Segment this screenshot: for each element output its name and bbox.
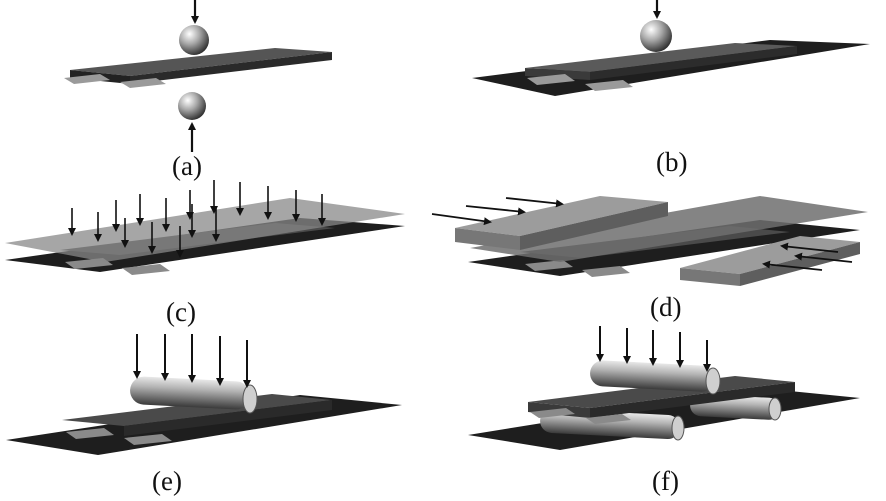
slide-block-left-d	[455, 196, 668, 236]
ball-top-a	[179, 25, 209, 55]
panel-c	[5, 180, 405, 275]
roller-f-top	[590, 360, 715, 392]
panel-a	[64, 0, 332, 152]
panel-b	[472, 0, 870, 96]
panel-label-a: (a)	[172, 151, 202, 181]
ball-bottom-a	[178, 92, 206, 120]
tab-e-2	[124, 434, 172, 445]
tab-a-2	[120, 78, 166, 88]
tab-f-2	[586, 414, 631, 424]
chip-e	[62, 394, 332, 426]
board-a	[70, 48, 332, 76]
upper-plate-d	[470, 196, 868, 262]
arrows-f	[596, 326, 711, 372]
panel-f	[468, 326, 860, 450]
panel-e	[6, 334, 402, 455]
tab-c-2	[122, 264, 170, 275]
panel-label-f: (f)	[652, 466, 679, 496]
panel-label-b: (b)	[656, 147, 688, 177]
arrows-e	[133, 334, 251, 388]
roller-e	[130, 376, 250, 410]
tab-d-1	[525, 260, 573, 271]
pressure-plate-c	[5, 198, 405, 262]
ball-b	[640, 20, 672, 52]
tab-b-1	[527, 74, 575, 85]
tab-e-1	[66, 428, 114, 439]
panel-label-c: (c)	[166, 297, 196, 327]
panel-label-e: (e)	[152, 466, 182, 496]
tab-d-2	[582, 266, 630, 277]
tab-f-1	[530, 408, 575, 418]
tab-a-1	[64, 74, 110, 84]
chip-b	[525, 43, 797, 72]
slide-block-right-d	[680, 236, 860, 274]
chip-f	[528, 376, 795, 408]
arrows-d-left	[762, 242, 853, 271]
panel-label-d: (d)	[650, 292, 682, 322]
arrows-d-right	[431, 197, 564, 226]
arrows-c	[68, 180, 326, 258]
panel-d	[431, 196, 868, 286]
tab-b-2	[585, 80, 633, 91]
